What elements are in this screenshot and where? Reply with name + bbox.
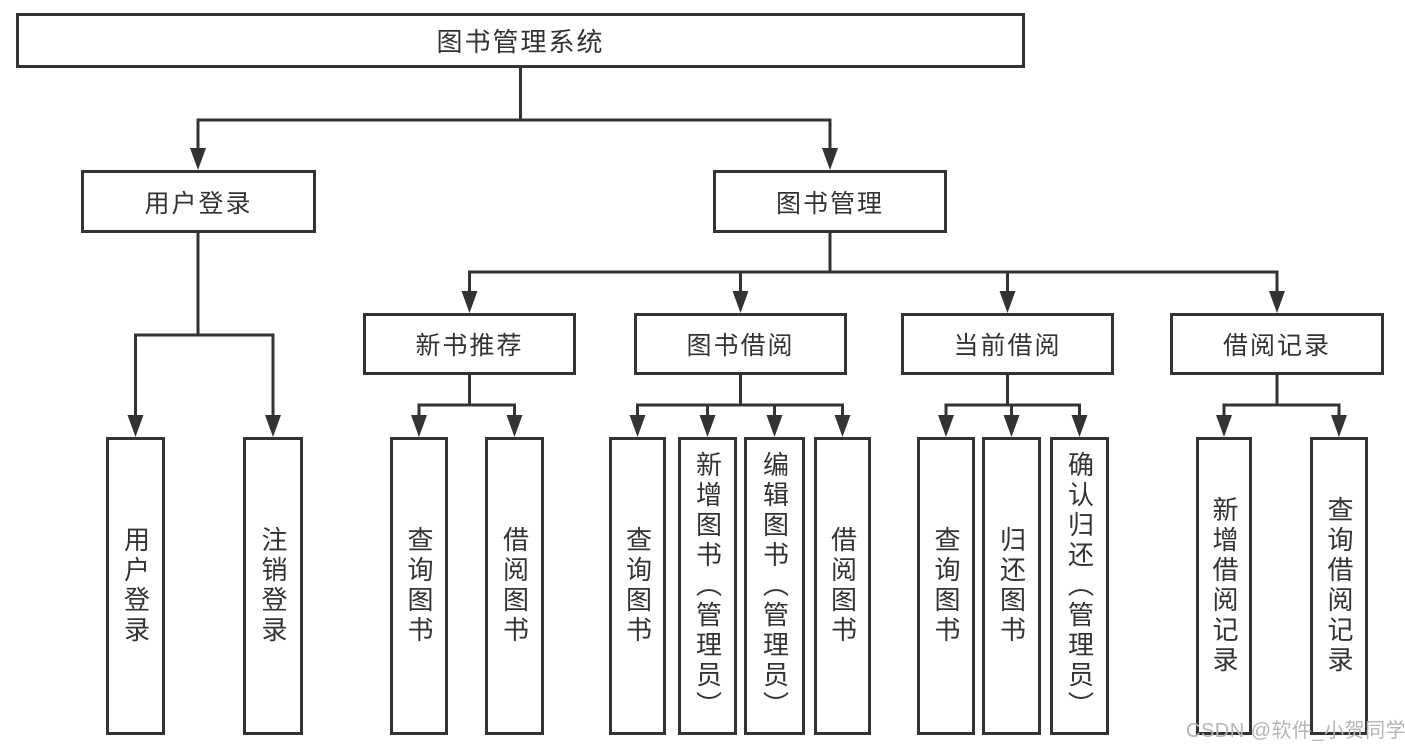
node-label: 新增图书（管理员）	[692, 451, 723, 721]
node-label: 查询借阅记录	[1324, 496, 1354, 676]
node-library-management-system: 图书管理系统	[16, 13, 1025, 68]
connector-new-book-recommend-branch	[411, 375, 523, 437]
leaf-query-books-current: 查询图书	[917, 437, 975, 735]
arrow-down-icon	[699, 415, 716, 437]
arrow-down-icon	[732, 291, 749, 313]
arrow-down-icon	[411, 415, 427, 437]
arrow-down-icon	[834, 415, 851, 437]
node-label: 用户登录	[120, 526, 151, 646]
node-book-management: 图书管理	[713, 170, 947, 233]
leaf-borrow-books-recommend: 借阅图书	[485, 437, 544, 735]
arrow-down-icon	[766, 415, 783, 437]
arrow-down-icon	[461, 291, 478, 313]
leaf-confirm-return-admin: 确认归还（管理员）	[1050, 437, 1109, 735]
arrow-down-icon	[1331, 415, 1347, 437]
connector-root-to-level2	[190, 68, 838, 170]
node-label: 编辑图书（管理员）	[759, 451, 790, 721]
arrow-down-icon	[1216, 415, 1232, 437]
node-label: 借阅记录	[1222, 332, 1331, 360]
arrow-down-icon	[190, 148, 206, 170]
node-label: 归还图书	[996, 526, 1027, 646]
arrow-down-icon	[506, 415, 523, 437]
connector-book-management-branch	[461, 233, 1285, 313]
node-new-book-recommend: 新书推荐	[363, 313, 576, 375]
node-label: 查询图书	[622, 526, 653, 646]
node-label: 图书借阅	[686, 332, 795, 360]
arrow-down-icon	[629, 415, 646, 437]
leaf-add-books-admin: 新增图书（管理员）	[678, 437, 737, 735]
leaf-edit-books-admin: 编辑图书（管理员）	[744, 437, 805, 735]
node-label: 图书管理系统	[436, 27, 605, 57]
node-book-borrowing: 图书借阅	[634, 313, 847, 375]
node-label: 用户登录	[144, 189, 253, 218]
connector-current-borrowing-branch	[938, 375, 1088, 437]
node-label: 借阅图书	[499, 526, 530, 646]
node-label: 图书管理	[775, 189, 884, 218]
connector-user-login-branch	[127, 233, 281, 437]
leaf-logout-login: 注销登录	[243, 437, 303, 735]
node-current-borrowing: 当前借阅	[901, 313, 1114, 375]
node-user-login: 用户登录	[81, 170, 316, 233]
arrow-down-icon	[1269, 291, 1285, 313]
arrow-down-icon	[1071, 415, 1088, 437]
node-label: 借阅图书	[827, 526, 858, 646]
leaf-user-login: 用户登录	[106, 437, 165, 735]
leaf-return-books: 归还图书	[982, 437, 1041, 735]
node-label: 新增借阅记录	[1209, 496, 1239, 676]
csdn-watermark: CSDN @软件_小贺同学	[1186, 720, 1405, 742]
arrow-down-icon	[127, 415, 144, 437]
arrow-down-icon	[938, 415, 954, 437]
leaf-query-books-borrowing: 查询图书	[609, 437, 666, 735]
connector-book-borrowing-branch	[629, 375, 851, 437]
arrow-down-icon	[265, 415, 281, 437]
leaf-query-books-recommend: 查询图书	[390, 437, 448, 735]
leaf-add-borrow-record: 新增借阅记录	[1196, 437, 1252, 735]
node-label: 查询图书	[404, 526, 434, 646]
arrow-down-icon	[1003, 415, 1020, 437]
node-label: 确认归还（管理员）	[1064, 451, 1095, 721]
arrow-down-icon	[822, 148, 838, 170]
node-label: 查询图书	[931, 526, 961, 646]
node-label: 当前借阅	[953, 332, 1062, 360]
node-label: 新书推荐	[415, 332, 524, 360]
arrow-down-icon	[999, 291, 1016, 313]
node-borrowing-records: 借阅记录	[1170, 313, 1384, 375]
leaf-borrow-books: 借阅图书	[814, 437, 871, 735]
connector-borrowing-records-branch	[1216, 375, 1347, 437]
leaf-query-borrow-record: 查询借阅记录	[1310, 437, 1368, 735]
node-label: 注销登录	[258, 526, 288, 646]
